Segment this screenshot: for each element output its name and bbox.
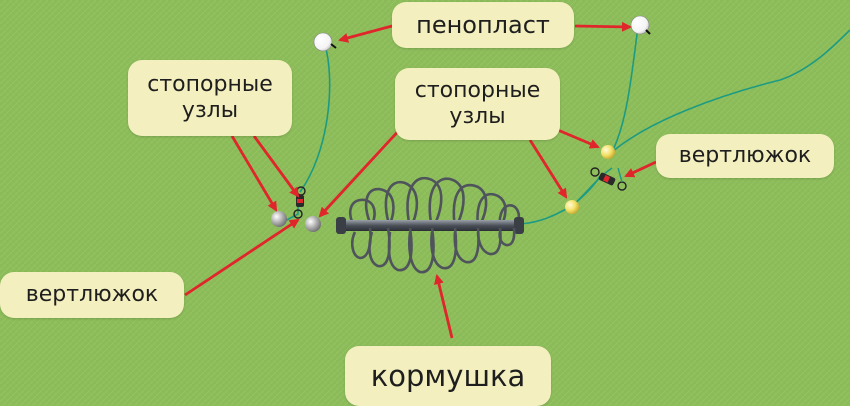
arrow-stopper-left-2	[252, 135, 300, 198]
label-stopper-knots-center-line2: узлы	[449, 104, 506, 129]
annotation-arrows	[184, 21, 657, 339]
right-main-line	[611, 29, 850, 153]
right-float-line	[611, 26, 639, 153]
arrow-stopper-center-3	[552, 126, 600, 149]
label-float: пенопласт	[392, 2, 574, 48]
float-right	[630, 15, 651, 35]
label-stopper-knots-center: стопорные узлы	[395, 68, 560, 140]
feeder-spiral-front	[350, 227, 516, 274]
label-swivel-right-text: вертлюжок	[678, 143, 812, 169]
label-feeder-text: кормушка	[370, 358, 526, 393]
label-feeder: кормушка	[345, 346, 551, 406]
label-swivel-left: вертлюжок	[0, 272, 184, 318]
feeder-spiral-back	[349, 176, 521, 229]
stopper-bead-left-2	[305, 216, 321, 232]
label-swivel-right: вертлюжок	[656, 134, 834, 178]
stopper-bead-left-1	[271, 211, 287, 227]
arrow-stopper-left-1	[230, 135, 278, 212]
float-left	[313, 32, 337, 52]
label-stopper-knots-left-line1: стопорные	[147, 72, 273, 98]
arrow-swivel-left	[184, 218, 300, 297]
stopper-bead-right-2	[601, 145, 615, 159]
label-float-text: пенопласт	[416, 10, 550, 39]
arrow-stopper-center-2	[528, 139, 568, 199]
arrow-float-right	[574, 21, 632, 32]
arrow-float-left	[338, 24, 393, 43]
label-swivel-left-text: вертлюжок	[25, 282, 159, 308]
arrow-swivel-right	[624, 160, 657, 178]
swivel-right	[590, 167, 627, 191]
feeder-rod	[338, 220, 522, 231]
arrow-stopper-center-1	[318, 125, 405, 218]
label-stopper-knots-left: стопорные узлы	[128, 60, 292, 136]
stopper-bead-right-1	[565, 200, 579, 214]
label-stopper-knots-left-line2: узлы	[181, 98, 239, 123]
label-stopper-knots-center-line1: стопорные	[414, 78, 541, 104]
left-leader-line	[299, 44, 331, 193]
arrow-feeder	[434, 274, 454, 339]
feeder	[336, 176, 524, 274]
